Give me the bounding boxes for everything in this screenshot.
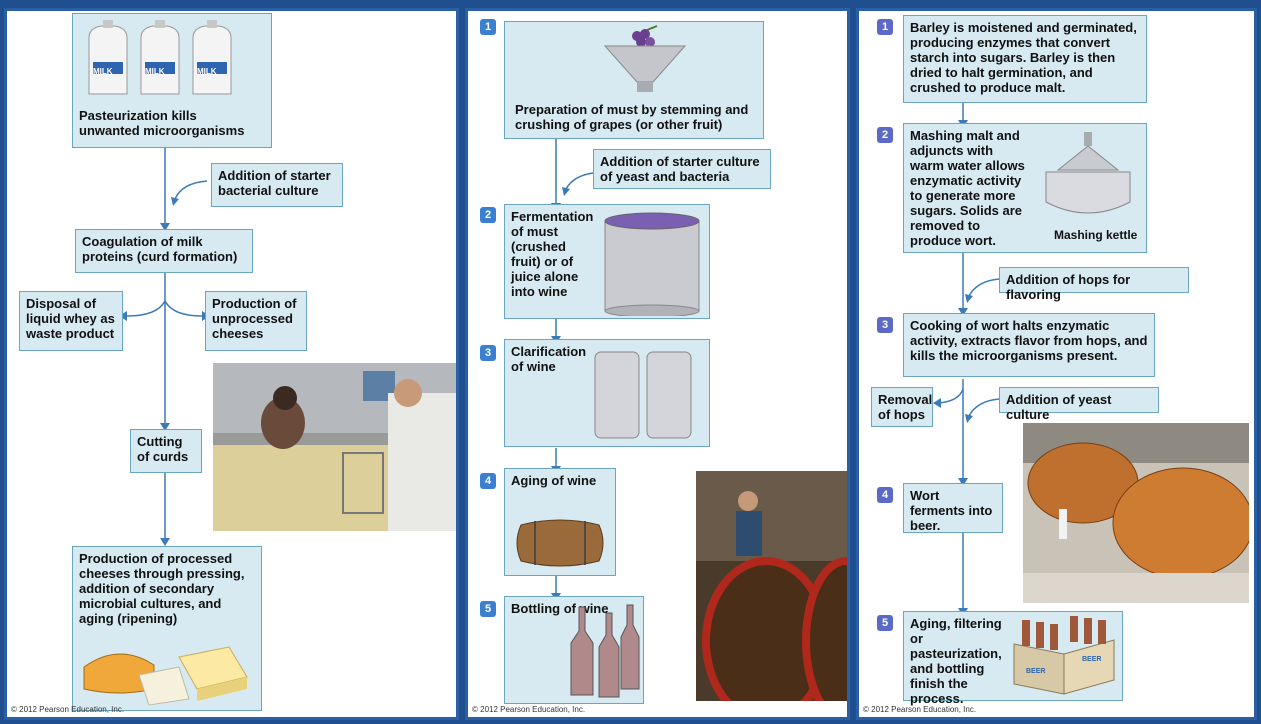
milk-label-1: MILK (93, 67, 113, 76)
beer-box-label-2: BEER (1082, 656, 1102, 663)
copper-kettles-illustration (1023, 423, 1254, 603)
wort-ferments-box: Wort ferments into beer. (903, 483, 1003, 533)
yeast-addition-box: Addition of yeast culture (999, 387, 1159, 422)
wort-cooking-box: Cooking of wort halts enzymatic activity… (903, 313, 1155, 377)
milk-label-2: MILK (145, 67, 165, 76)
hops-removal-box: Removal of hops (871, 387, 933, 427)
cheese-wedges-icon (83, 646, 248, 706)
processed-cheese-box: Production of processed cheeses through … (72, 546, 262, 711)
milk-jugs-icon (88, 20, 232, 95)
wine-cellar-photo (696, 471, 847, 717)
starter-culture-box: Addition of starter bacterial culture (211, 163, 343, 207)
coagulation-box: Coagulation of milk proteins (curd forma… (75, 229, 253, 273)
pasteurization-box: MILK MILK MILK Pasteurization kills unwa… (72, 13, 272, 148)
cheese-vat-illustration (213, 363, 456, 531)
beer-panel: 1 Barley is moistened and germinated, pr… (856, 8, 1257, 720)
hops-addition-box: Addition of hops for flavoring (999, 267, 1189, 302)
wine-step-5-badge: 5 (480, 601, 496, 617)
beer-copyright: © 2012 Pearson Education, Inc. (863, 705, 977, 714)
unprocessed-cheese-box: Production of unprocessed cheeses (205, 291, 307, 351)
mashing-text: Mashing malt and adjuncts with warm wate… (910, 128, 1025, 248)
mashing-box: Mashing malt and adjuncts with warm wate… (903, 123, 1147, 253)
wine-panel: 1 Preparation of must by stemming and cr… (465, 8, 850, 720)
whey-disposal-box: Disposal of liquid whey as waste product (19, 291, 123, 351)
barrel-icon (516, 519, 604, 567)
wine-copyright: © 2012 Pearson Education, Inc. (472, 705, 586, 714)
beer-step-1-badge: 1 (877, 19, 893, 35)
must-preparation-text: Preparation of must by stemming and crus… (515, 102, 749, 132)
bottling-box: Bottling of wine (504, 596, 644, 704)
fermentation-box: Fermentation of must (crushed fruit) or … (504, 204, 710, 319)
cheese-panel: MILK MILK MILK Pasteurization kills unwa… (4, 8, 459, 720)
must-preparation-box: Preparation of must by stemming and crus… (504, 21, 764, 139)
clarification-tanks-icon (594, 351, 692, 439)
cheese-copyright: © 2012 Pearson Education, Inc. (11, 705, 125, 714)
fermentation-text: Fermentation of must (crushed fruit) or … (511, 209, 594, 299)
wine-step-2-badge: 2 (480, 207, 496, 223)
brewery-photo (1023, 423, 1254, 603)
milk-label-3: MILK (197, 67, 217, 76)
fermentation-tank-icon (604, 212, 700, 316)
beer-step-4-badge: 4 (877, 487, 893, 503)
aging-box: Aging of wine (504, 468, 616, 576)
wine-step-4-badge: 4 (480, 473, 496, 489)
beer-step-5-badge: 5 (877, 615, 893, 631)
beer-step-3-badge: 3 (877, 317, 893, 333)
yeast-starter-box: Addition of starter culture of yeast and… (593, 149, 771, 189)
cellar-barrels-illustration (696, 471, 847, 717)
aging-bottling-text: Aging, filtering or pasteurization, and … (910, 616, 1002, 706)
wine-step-1-badge: 1 (480, 19, 496, 35)
wine-step-3-badge: 3 (480, 345, 496, 361)
beer-box-label-1: BEER (1026, 668, 1046, 675)
aging-bottling-box: Aging, filtering or pasteurization, and … (903, 611, 1123, 706)
beer-six-pack-icon (1013, 616, 1115, 695)
clarification-text: Clarification of wine (511, 344, 587, 374)
curd-cutting-photo (213, 363, 456, 531)
wine-bottles-icon (570, 604, 640, 698)
aging-text: Aging of wine (511, 473, 597, 488)
malting-box: Barley is moistened and germinated, prod… (903, 15, 1147, 103)
crusher-icon (603, 25, 687, 92)
clarification-box: Clarification of wine (504, 339, 710, 447)
cutting-curds-box: Cutting of curds (130, 429, 202, 473)
pasteurization-text: Pasteurization kills unwanted microorgan… (79, 108, 245, 138)
processed-cheese-text: Production of processed cheeses through … (79, 551, 245, 626)
mashing-kettle-label: Mashing kettle (1054, 228, 1138, 242)
beer-step-2-badge: 2 (877, 127, 893, 143)
mashing-kettle-icon (1045, 132, 1131, 214)
cheese-flow-arrows (119, 146, 210, 546)
